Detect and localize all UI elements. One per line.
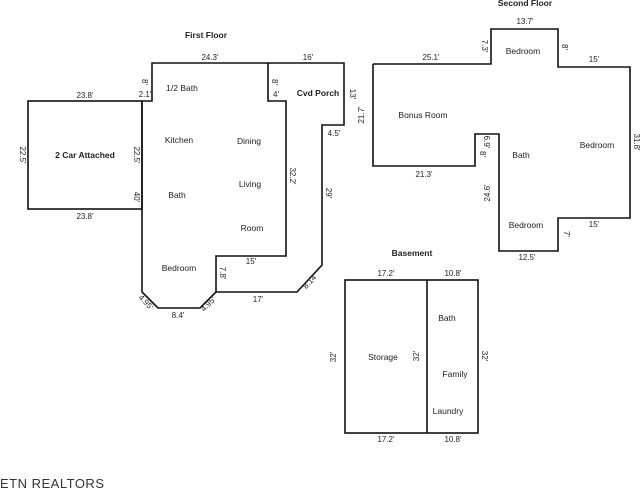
room-bath-second: Bath <box>512 150 530 160</box>
room-laundry: Laundry <box>433 406 464 416</box>
dim-step-8: 8' <box>140 79 149 85</box>
dim-24-6: 24.6' <box>483 184 492 202</box>
dim-bottom-21-3: 21.3' <box>415 170 433 179</box>
dim-bottom-10-8: 10.8' <box>444 435 462 444</box>
room-bedroom: Bedroom <box>162 263 197 273</box>
dim-bottom-17: 17' <box>253 295 264 304</box>
dim-bedroom-7-8: 7.8' <box>218 267 227 280</box>
room-half-bath: 1/2 Bath <box>166 83 198 93</box>
dim-garage-left: 22.5' <box>18 146 27 164</box>
room-living: Living <box>239 179 261 189</box>
dim-porch-13: 13' <box>348 89 357 100</box>
room-family: Family <box>442 369 468 379</box>
dim-7: 7' <box>562 231 571 237</box>
room-bedroom-bottom: Bedroom <box>509 220 544 230</box>
dim-room-15: 15' <box>246 257 257 266</box>
dim-right-32: 32' <box>480 351 489 362</box>
dim-top-13-7: 13.7' <box>516 17 534 26</box>
room-storage: Storage <box>368 352 398 362</box>
dim-living-32-2: 32.2' <box>288 167 297 185</box>
dim-bottom-12-5: 12.5' <box>518 253 536 262</box>
dim-top-17-2: 17.2' <box>377 269 395 278</box>
dim-right-15-top: 15' <box>589 55 600 64</box>
brand-watermark: ETN REALTORS <box>0 476 105 491</box>
dim-left-21-7: 21.7' <box>357 106 366 124</box>
dim-porch-8: 8' <box>270 79 279 85</box>
porch-outline <box>216 62 345 293</box>
dim-step-2-1: 2.1' <box>139 90 152 99</box>
room-bonus-room: Bonus Room <box>398 110 447 120</box>
basement-heading: Basement <box>392 248 433 258</box>
room-kitchen: Kitchen <box>165 135 194 145</box>
dim-top-porch: 16' <box>303 53 314 62</box>
dim-8-b: 8' <box>478 151 487 157</box>
dim-garage-top: 23.8' <box>76 91 94 100</box>
dim-garage-right: 22.5' <box>132 146 141 164</box>
dim-side-40: 40' <box>132 192 141 203</box>
room-room: Room <box>241 223 264 233</box>
dim-chamfer-left: 4.95' <box>137 293 156 312</box>
basement-outline <box>344 279 479 434</box>
room-bedroom-top: Bedroom <box>506 46 541 56</box>
room-garage: 2 Car Attached <box>55 150 115 160</box>
second-floor-heading: Second Floor <box>498 0 553 8</box>
dim-7-3: 7.3' <box>480 40 489 53</box>
dim-bottom-17-2: 17.2' <box>377 435 395 444</box>
dim-bottom-8-4: 8.4' <box>172 311 185 320</box>
dim-top-main: 24.3' <box>201 53 219 62</box>
room-covered-porch: Cvd Porch <box>297 88 340 98</box>
room-bedroom-right: Bedroom <box>580 140 615 150</box>
dim-porch-4: 4' <box>273 90 279 99</box>
dim-top-25-1: 25.1' <box>422 53 440 62</box>
first-floor-heading: First Floor <box>185 30 228 40</box>
dim-porch-29: 29' <box>324 188 333 199</box>
second-floor-outline <box>372 28 631 252</box>
house-outline <box>141 62 287 309</box>
dim-6-9: 6.9' <box>482 136 491 149</box>
dim-mid-32: 32' <box>412 350 421 361</box>
room-dining: Dining <box>237 136 261 146</box>
room-bath: Bath <box>168 190 186 200</box>
room-bath-basement: Bath <box>438 313 456 323</box>
dim-right-15-bottom: 15' <box>589 220 600 229</box>
dim-left-32: 32' <box>329 351 338 362</box>
dim-top-10-8: 10.8' <box>444 269 462 278</box>
dim-chamfer-8-14: 8.14' <box>301 272 319 291</box>
dim-porch-4-5: 4.5' <box>328 129 341 138</box>
dim-right-31-8: 31.8' <box>632 133 640 151</box>
dim-chamfer-right: 4.95' <box>199 295 218 314</box>
dim-garage-bottom: 23.8' <box>76 212 94 221</box>
dim-8-a: 8' <box>560 44 569 50</box>
